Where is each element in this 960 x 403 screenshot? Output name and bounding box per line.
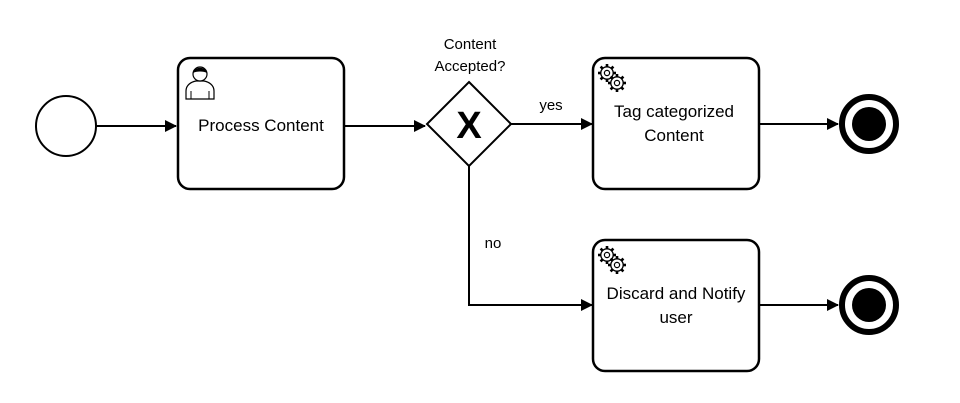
flow-label-yes: yes (539, 97, 562, 114)
gateway-label-line2: Accepted? (435, 58, 506, 75)
user-icon (185, 66, 215, 100)
gateway-marker: X (456, 105, 482, 147)
task-discard-label-line1: Discard and Notify (607, 284, 746, 303)
task-tag-label-line2: Content (644, 126, 704, 145)
gateway-label-line1: Content (444, 36, 497, 53)
task-process-content[interactable]: Process Content (176, 56, 346, 191)
end-event-1[interactable] (839, 94, 899, 154)
sequence-flow-no[interactable] (468, 166, 593, 311)
task-tag-categorized-content[interactable]: Tag categorized Content (591, 56, 761, 191)
flow-label-no: no (485, 235, 502, 252)
end-event-2[interactable] (839, 275, 899, 335)
task-discard-label-line2: user (659, 308, 692, 327)
exclusive-gateway[interactable]: X (425, 80, 513, 168)
task-discard-and-notify-user[interactable]: Discard and Notify user (591, 238, 761, 373)
task-tag-label-line1: Tag categorized (614, 102, 734, 121)
task-process-content-label: Process Content (198, 116, 324, 135)
start-event[interactable] (35, 95, 97, 157)
